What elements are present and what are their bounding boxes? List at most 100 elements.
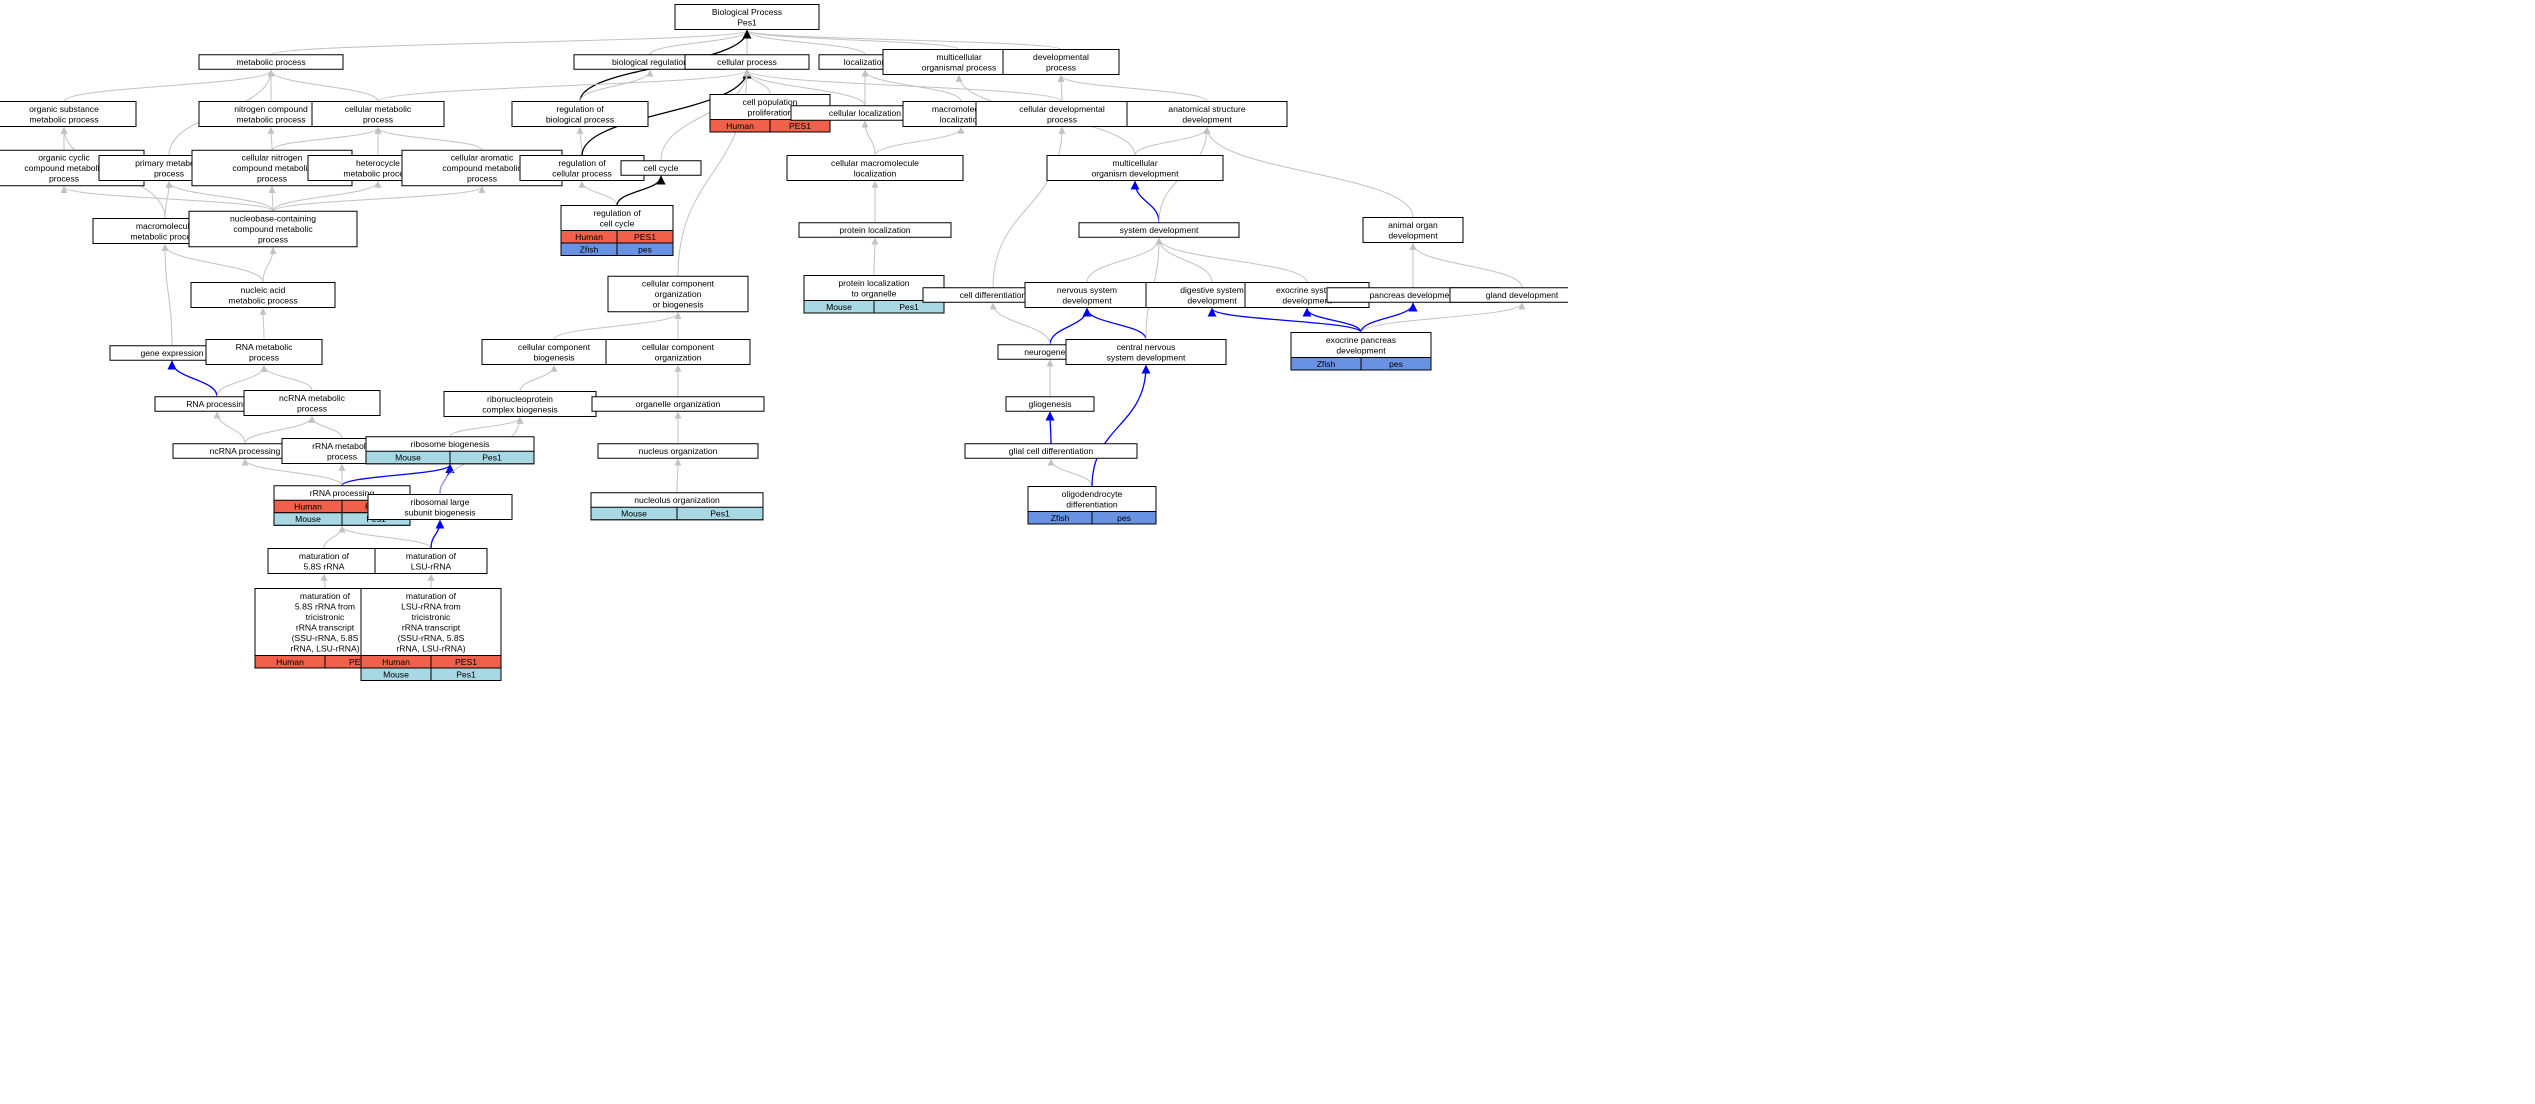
node-label: central nervous xyxy=(1117,342,1176,352)
node-label: nucleus organization xyxy=(639,446,718,456)
node-label: development xyxy=(1187,295,1237,305)
node-box xyxy=(975,101,1149,127)
node-label: process xyxy=(1047,114,1077,124)
node-label: localization xyxy=(854,168,897,178)
go-term-node[interactable]: cell cycle xyxy=(620,160,702,176)
is_a-edge xyxy=(871,237,879,276)
node-label: (SSU-rRNA, 5.8S xyxy=(398,633,465,643)
is_a-edge xyxy=(743,69,771,95)
node-box xyxy=(597,443,759,459)
is_a-edge xyxy=(161,243,173,346)
node-label: metabolic process xyxy=(236,57,305,67)
is_a-edge xyxy=(989,302,1051,345)
node-label: Pes1 xyxy=(737,17,757,27)
node-label: metabolic process xyxy=(130,231,199,241)
gene-label: PES1 xyxy=(349,657,371,667)
is_a-edge xyxy=(1047,458,1093,487)
node-label: cell differentiation xyxy=(960,290,1027,300)
go-term-node[interactable]: system development xyxy=(1078,222,1240,238)
go-term-node[interactable]: organelle organization xyxy=(591,396,765,412)
node-label: process xyxy=(49,174,79,184)
node-label: compound metabolic xyxy=(232,163,312,173)
node-box xyxy=(1046,155,1224,181)
node-label: compound metabolic xyxy=(233,224,313,234)
go-term-node[interactable]: glial cell differentiation xyxy=(964,443,1138,459)
node-label: protein localization xyxy=(838,278,909,288)
node-label: 5.8S rRNA xyxy=(303,561,344,571)
node-box xyxy=(190,282,336,308)
node-label: to organelle xyxy=(852,288,897,298)
is_a-edge xyxy=(272,186,486,212)
node-label: cellular localization xyxy=(829,108,901,118)
node-label: anatomical structure xyxy=(1168,104,1246,114)
node-label: primary metabolic xyxy=(135,158,204,168)
go-term-node[interactable]: cellular process xyxy=(684,54,810,70)
is_a-edge xyxy=(743,69,866,106)
go-term-node[interactable]: protein localization xyxy=(798,222,952,238)
node-label: rRNA, LSU-rRNA) xyxy=(290,643,359,653)
node-label: process xyxy=(257,174,287,184)
is_a-edge xyxy=(553,312,682,340)
gene-label: Pes1 xyxy=(482,453,502,463)
node-box xyxy=(684,54,810,70)
node-label: maturation of xyxy=(406,591,457,601)
go-term-node[interactable]: gene expression xyxy=(109,345,235,361)
node-box xyxy=(0,101,137,127)
node-label: localization xyxy=(940,114,983,124)
annotation-cell xyxy=(616,242,674,256)
is_a-edge xyxy=(874,126,965,156)
go-term-node[interactable]: metabolic process xyxy=(198,54,344,70)
is_a-edge xyxy=(271,126,382,151)
node-label: regulation of xyxy=(593,208,641,218)
is_a-edge xyxy=(660,69,751,161)
regulates-edge xyxy=(616,175,666,206)
node-label: compound metabolic xyxy=(442,163,522,173)
go-term-node[interactable]: maturation of5.8S rRNA xyxy=(267,548,381,574)
go-term-node[interactable]: nucleus organization xyxy=(597,443,759,459)
node-box xyxy=(481,339,627,365)
is_a-edge xyxy=(743,69,1063,102)
node-box xyxy=(591,396,765,412)
node-label: organism development xyxy=(1092,168,1180,178)
node-label: tricistronic xyxy=(412,612,451,622)
node-label: cellular component xyxy=(642,279,715,289)
node-label: rRNA transcript xyxy=(402,622,461,632)
is_a-edge xyxy=(60,186,274,212)
node-label: maturation of xyxy=(299,551,350,561)
node-box xyxy=(964,443,1138,459)
node-label: maturation of xyxy=(406,551,457,561)
go-term-node[interactable]: gland development xyxy=(1449,287,1568,303)
node-label: process xyxy=(258,235,288,245)
go-term-node[interactable]: gliogenesis xyxy=(1005,396,1095,412)
